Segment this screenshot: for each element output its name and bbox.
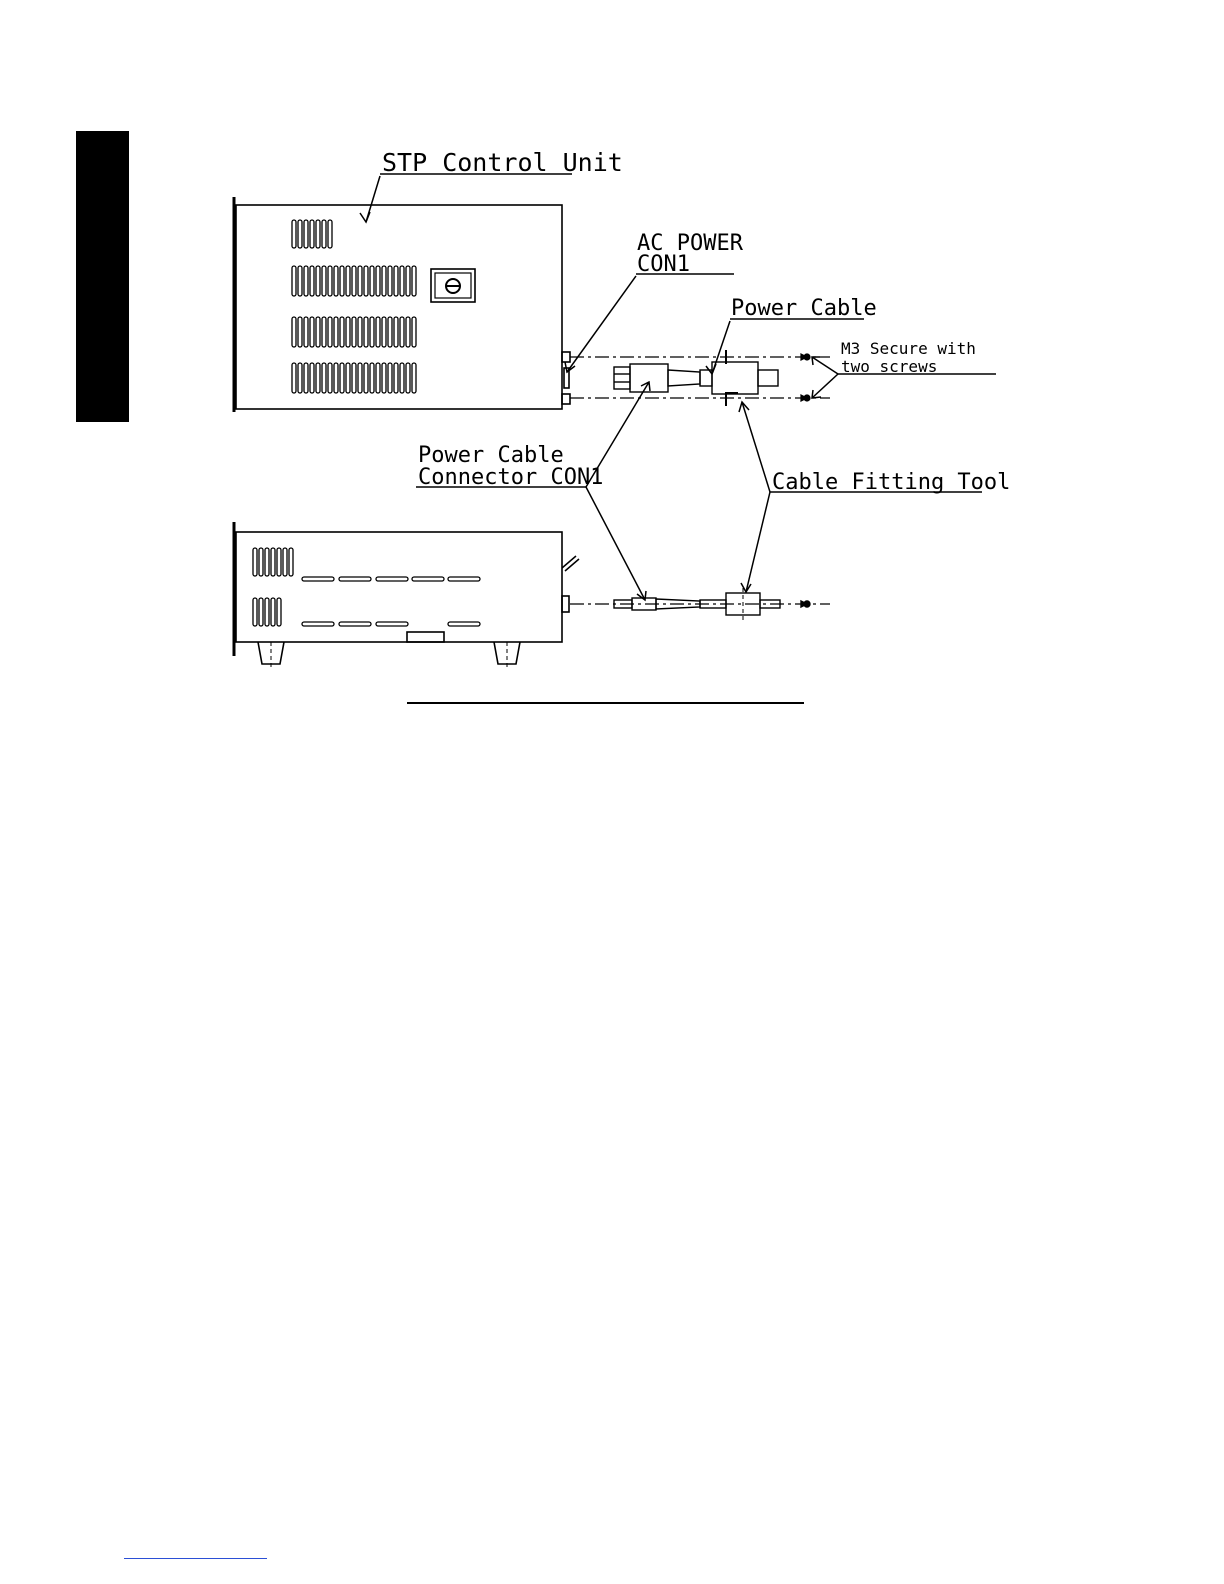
- label-stp-control-unit: STP Control Unit: [382, 148, 623, 177]
- vent-slots-large: [292, 266, 416, 393]
- label-cable-fitting-tool: Cable Fitting Tool: [772, 470, 1010, 495]
- label-power-cable: Power Cable: [731, 296, 877, 321]
- label-two-screws: two screws: [841, 357, 937, 376]
- power-switch: [431, 269, 475, 302]
- footer-link-rule: [124, 1558, 267, 1559]
- control-unit-top-view: [234, 197, 570, 412]
- ac-power-connector-top: [562, 352, 570, 404]
- side-slots: [302, 577, 480, 626]
- vent-slots-small: [292, 220, 332, 248]
- label-ac-power-con1: CON1: [637, 252, 690, 277]
- side-vents: [253, 548, 293, 626]
- screws-top-view: [801, 354, 810, 401]
- control-unit-side-view: [234, 522, 579, 670]
- power-cable-side-view: [570, 588, 830, 620]
- label-m3-secure: M3 Secure with: [841, 339, 976, 358]
- label-connector-con1: Connector CON1: [418, 465, 603, 490]
